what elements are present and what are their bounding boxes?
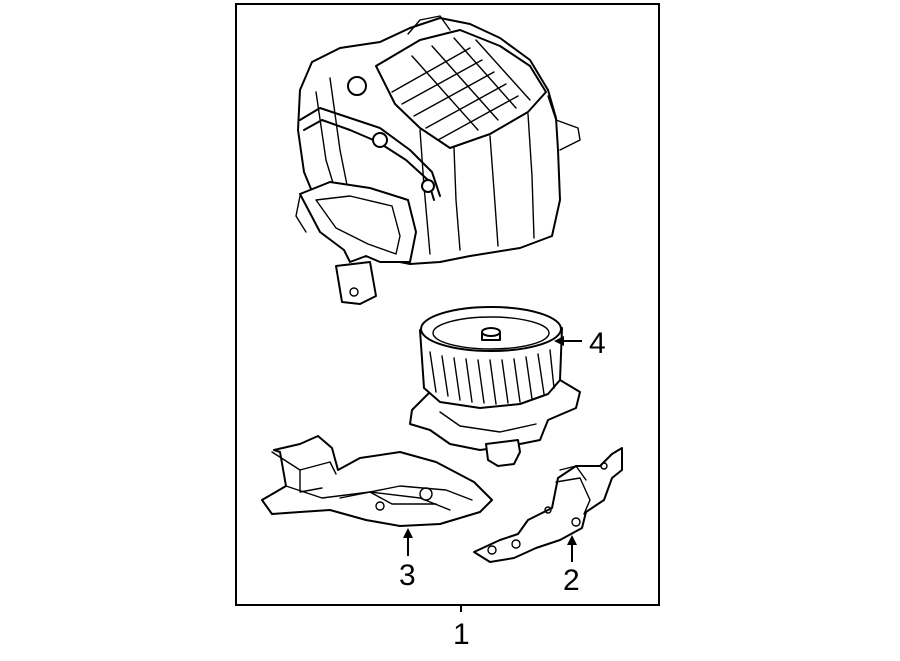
bracket-arrowhead [567, 535, 577, 545]
bracket-illustration [473, 447, 623, 563]
callout-blower-motor: 4 [589, 327, 606, 360]
blower-motor-arrowhead [554, 336, 564, 346]
callout-assembly: 1 [453, 618, 470, 651]
blower-motor-illustration [409, 306, 581, 467]
blower-housing-illustration [295, 15, 581, 305]
callout-bracket: 2 [563, 564, 580, 597]
callout-duct: 3 [399, 559, 416, 592]
duct-arrowhead [403, 528, 413, 538]
duct-illustration [261, 435, 493, 527]
assembly-frame [235, 3, 660, 606]
